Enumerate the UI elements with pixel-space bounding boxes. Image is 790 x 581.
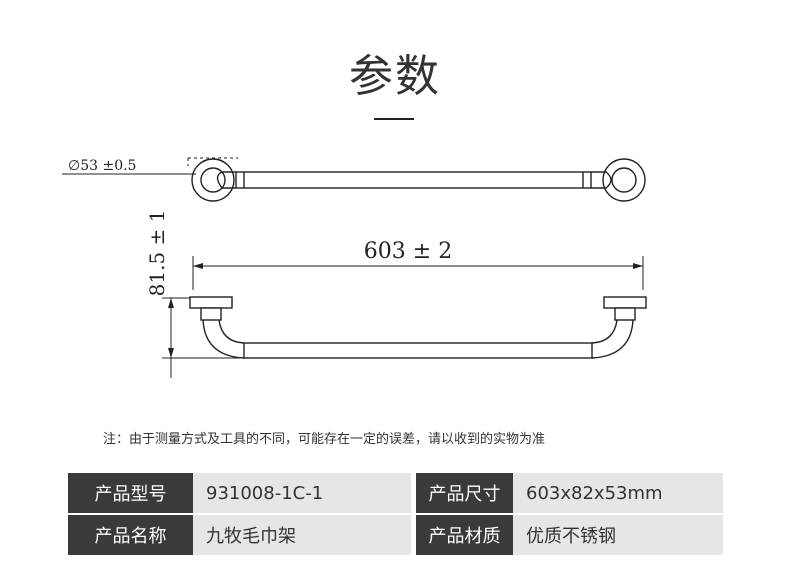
right-mount-front-view [603,296,647,309]
spec-row-1: 产品型号 931008-1C-1 产品尺寸 603x82x53mm [68,473,723,513]
length-label: 603 ± 2 [364,239,452,264]
spec-value-model: 931008-1C-1 [193,473,411,513]
bar-top-view [235,171,592,189]
spec-label-model: 产品型号 [68,473,193,513]
page-title: 参数 [349,51,441,102]
spec-label-material: 产品材质 [416,515,513,555]
bar-front-view [243,342,593,359]
spec-value-material: 优质不锈钢 [513,515,723,555]
height-label: 81.5 ± 1 [145,210,169,297]
left-mount-front-view [189,296,233,309]
spec-label-name: 产品名称 [68,515,193,555]
measurement-note: 注：由于测量方式及工具的不同，可能存在一定的误差，请以收到的实物为准 [103,432,546,447]
spec-value-size: 603x82x53mm [513,473,723,513]
title-underline [374,118,414,120]
spec-label-size: 产品尺寸 [416,473,513,513]
spec-value-name: 九牧毛巾架 [193,515,411,555]
spec-row-2: 产品名称 九牧毛巾架 产品材质 优质不锈钢 [68,515,723,555]
right-mount-top-view [602,158,646,202]
technical-drawing: ∅53 ±0.5 603 ± 2 81.5 ± 1 [62,157,647,378]
diameter-label: ∅53 ±0.5 [68,158,136,174]
left-mount-top-view [191,158,235,202]
